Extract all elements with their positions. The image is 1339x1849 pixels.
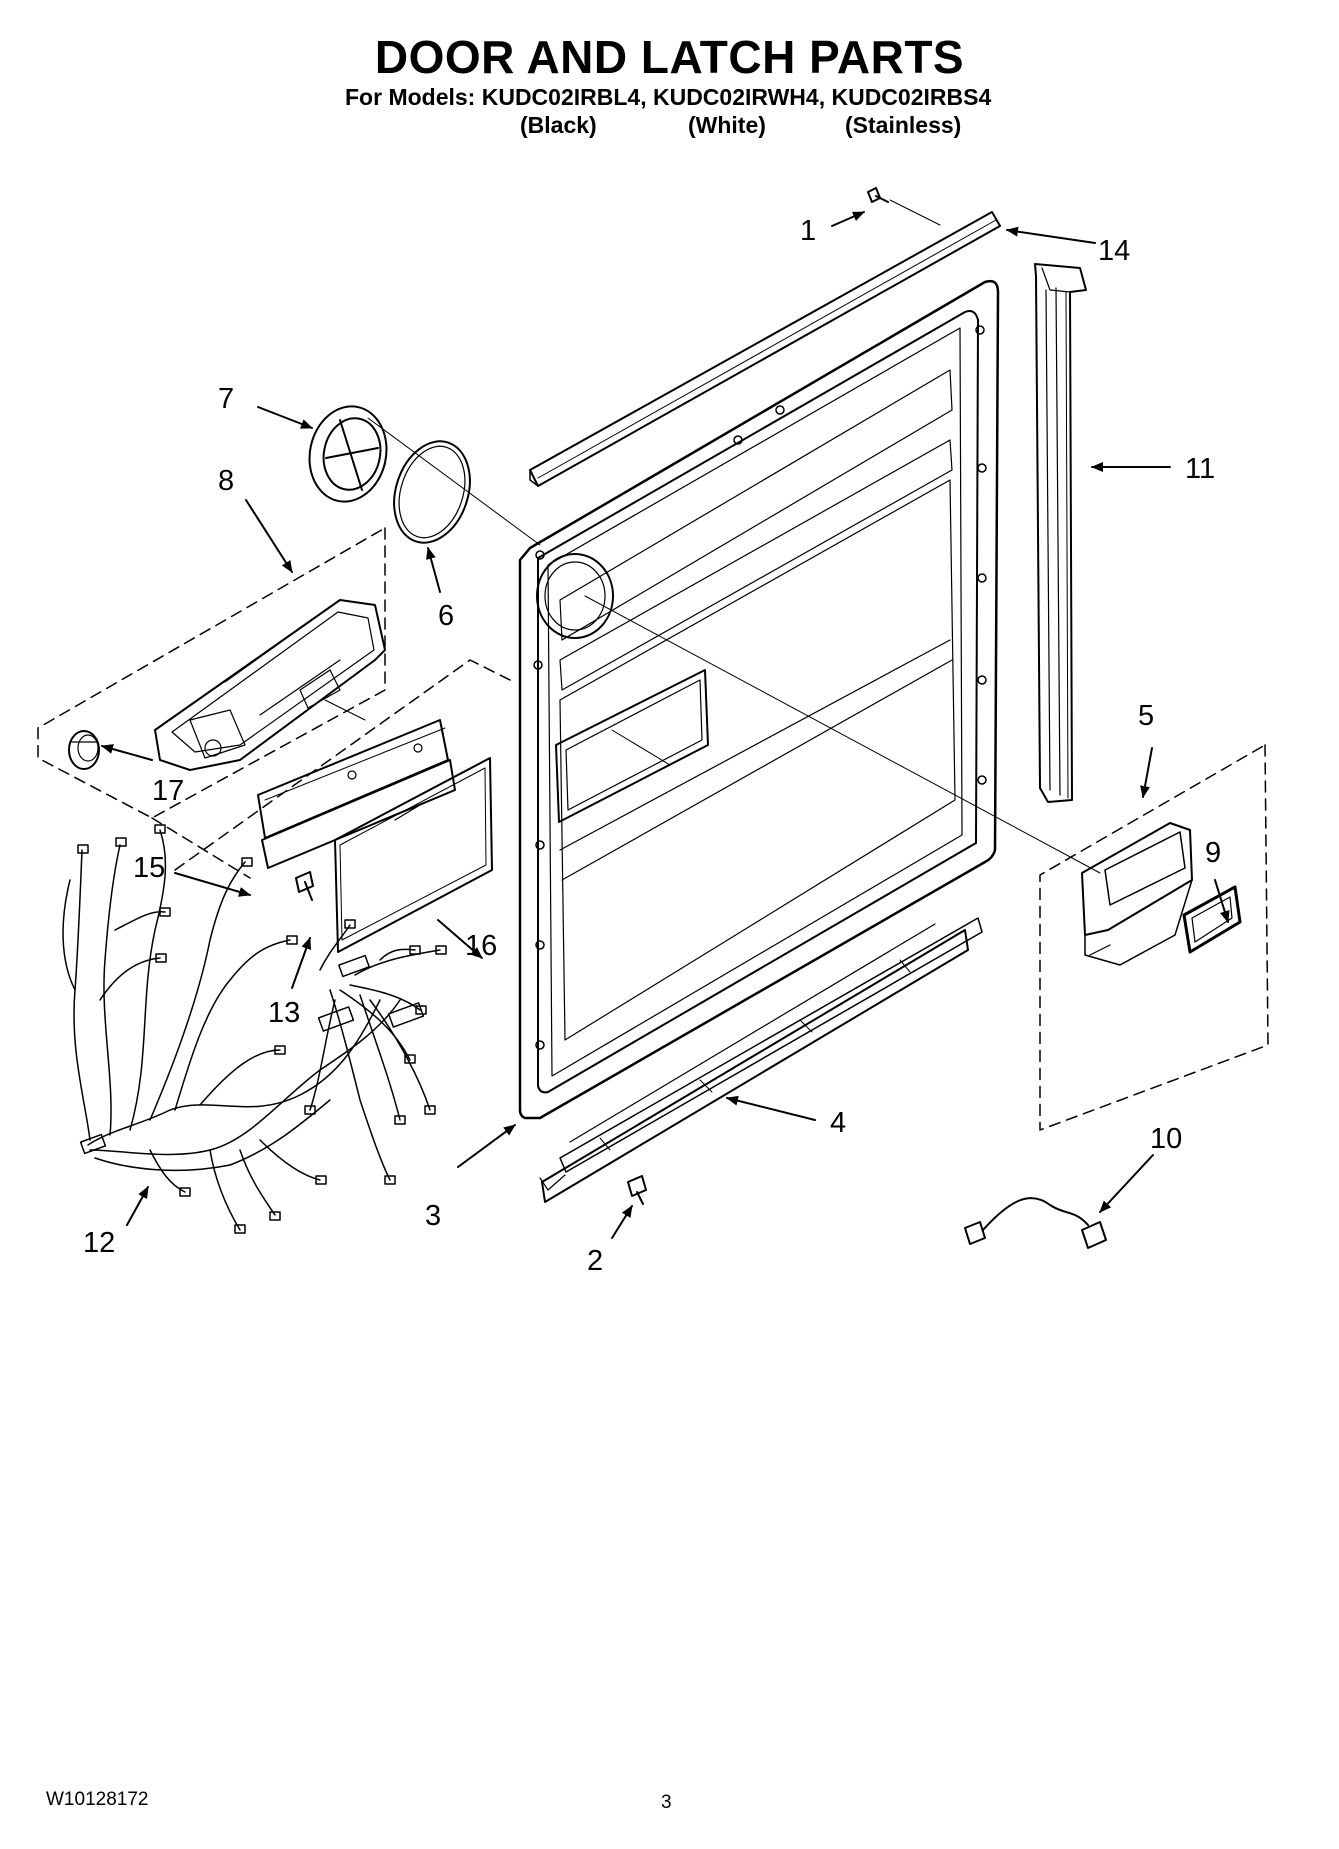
models-line: For Models: KUDC02IRBL4, KUDC02IRWH4, KU… <box>345 84 992 110</box>
vent-gasket <box>393 440 471 544</box>
trim-screw <box>867 187 889 203</box>
variant-stainless: (Stainless) <box>845 112 962 138</box>
callout-15: 15 <box>133 852 165 884</box>
callout-3: 3 <box>425 1200 441 1232</box>
control-board-bracket <box>257 719 456 869</box>
callout-4: 4 <box>830 1107 846 1139</box>
assembly-outlines <box>37 527 1269 1131</box>
callout-11: 11 <box>1185 453 1215 485</box>
inner-door-panel <box>518 279 1000 1120</box>
callout-8: 8 <box>218 465 234 497</box>
callout-arrows <box>101 211 1230 1239</box>
top-door-trim <box>529 211 1001 487</box>
page-title: DOOR AND LATCH PARTS <box>374 31 965 83</box>
callout-1: 1 <box>800 215 816 247</box>
latch-wire <box>964 1197 1107 1249</box>
main-wire-harness <box>62 824 447 1234</box>
callout-6: 6 <box>438 600 454 632</box>
latch-gasket <box>1182 885 1242 954</box>
leader-lines <box>324 199 1101 874</box>
callout-9: 9 <box>1205 837 1221 869</box>
board-screw <box>295 871 314 901</box>
callout-5: 5 <box>1138 700 1154 732</box>
detergent-dispenser <box>154 599 386 771</box>
callout-numbers: 1 2 3 4 5 6 7 8 9 10 11 12 13 14 15 16 1… <box>83 215 1221 1277</box>
callout-12: 12 <box>83 1227 115 1259</box>
variant-black: (Black) <box>520 112 597 138</box>
door-latch <box>1081 822 1193 966</box>
document-number: W10128172 <box>46 1789 149 1810</box>
callout-17: 17 <box>152 775 184 807</box>
callout-16: 16 <box>465 930 497 962</box>
rinse-aid-cap <box>68 730 100 770</box>
page-number: 3 <box>661 1792 672 1813</box>
callout-13: 13 <box>268 997 300 1029</box>
side-door-seal <box>1034 263 1087 803</box>
vent-cover <box>308 405 388 503</box>
bottom-door-trim <box>539 917 983 1203</box>
callout-7: 7 <box>218 383 234 415</box>
callout-14: 14 <box>1098 235 1130 267</box>
electronic-control <box>334 757 493 953</box>
variant-white: (White) <box>688 112 766 138</box>
lower-screw <box>627 1175 647 1205</box>
callout-10: 10 <box>1150 1123 1182 1155</box>
callout-2: 2 <box>587 1245 603 1277</box>
